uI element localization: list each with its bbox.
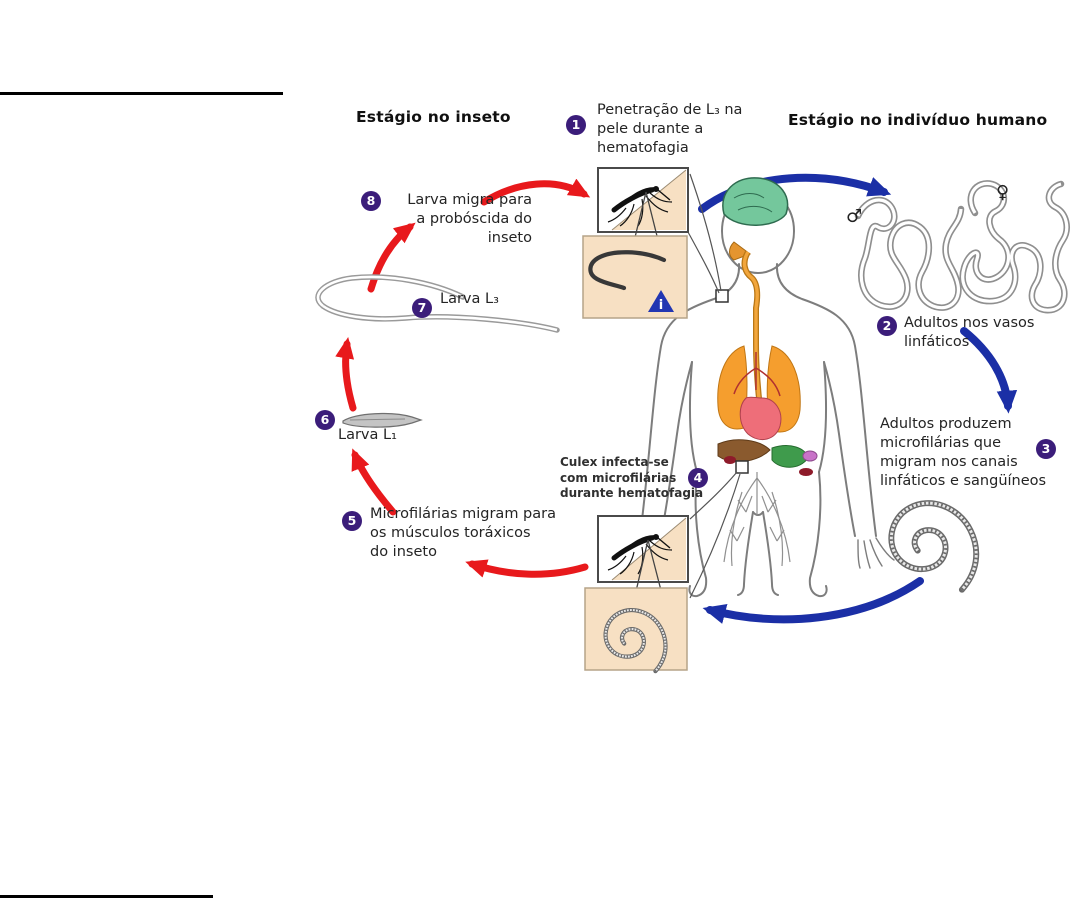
bite-site-marker-thigh — [735, 460, 749, 474]
arrow-box4-to-step5 — [465, 559, 589, 578]
mosquito-bite-box-1 — [597, 167, 689, 259]
larva-l3-illustration — [318, 277, 557, 330]
step-6-label: Larva L₁ — [338, 427, 397, 443]
arrow-step8-to-step1 — [480, 178, 591, 206]
blue-arrows — [698, 173, 1018, 624]
lung-left-illustration — [717, 345, 748, 430]
step-7-badge: 7 — [412, 298, 432, 318]
spleen-illustration — [802, 450, 818, 462]
adult-worms: ♂ ♀ — [846, 182, 1067, 310]
step-1-badge: 1 — [566, 115, 586, 135]
step-6-badge: 6 — [315, 410, 335, 430]
arrow-step7-to-step8 — [367, 222, 416, 293]
red-arrows — [335, 178, 591, 578]
arrow-step3-to-insect — [702, 577, 924, 624]
microfilaria-box — [584, 587, 688, 671]
heart-illustration — [739, 396, 782, 441]
male-symbol: ♂ — [846, 206, 862, 227]
infective-stage-icon: i — [659, 298, 663, 313]
arrow-step6-to-step7 — [335, 336, 357, 412]
organ-detail-right — [799, 468, 813, 476]
insect-stage-title: Estágio no inseto — [356, 108, 511, 126]
step-5-badge: 5 — [342, 511, 362, 531]
human-figure — [621, 177, 895, 598]
step-3-badge: 3 — [1036, 439, 1056, 459]
infective-stage-triangle — [648, 290, 674, 312]
step-4-label: Culex infecta-se com microfilárias duran… — [560, 455, 704, 501]
step-8-label: Larva migra para a probóscida do inseto — [407, 192, 532, 246]
arrow-step2-to-step3 — [960, 327, 1018, 414]
step-5-label: Microfilárias migram para os músculos to… — [370, 506, 556, 560]
arrow-step5-to-step6 — [351, 448, 397, 516]
organ-detail-left — [724, 456, 736, 464]
step-7-label: Larva L₃ — [440, 291, 499, 307]
top-rule — [0, 92, 283, 95]
bronchi-illustration — [733, 352, 781, 397]
step-4-badge: 4 — [688, 468, 708, 488]
arrow-human-to-adults — [698, 173, 892, 213]
step-2-label: Adultos nos vasos linfáticos — [904, 315, 1035, 350]
connector-lines — [687, 173, 741, 599]
human-stage-title: Estágio no indivíduo humano — [788, 111, 1048, 129]
lymphatic-vessels — [723, 472, 791, 567]
step-3-label: Adultos produzem microfilárias que migra… — [880, 416, 1047, 489]
infective-larva-box: i — [582, 235, 688, 319]
female-symbol: ♀ — [996, 182, 1009, 203]
l3-larva-dark-illustration — [588, 250, 667, 291]
bite-site-marker-shoulder — [715, 289, 729, 303]
step-8-badge: 8 — [361, 191, 381, 211]
brain-folds — [733, 193, 773, 213]
larva-l1-illustration — [342, 412, 423, 428]
bottom-rule — [0, 895, 213, 898]
esophagus-inner — [742, 251, 762, 409]
step-2-badge: 2 — [877, 316, 897, 336]
step-1-label: Penetração de L₃ na pele durante a hemat… — [597, 102, 743, 156]
brain-illustration — [722, 177, 789, 226]
microfilaria-illustration — [891, 503, 976, 590]
mosquito-bite-box-4 — [597, 515, 689, 605]
body-outline — [639, 263, 877, 598]
